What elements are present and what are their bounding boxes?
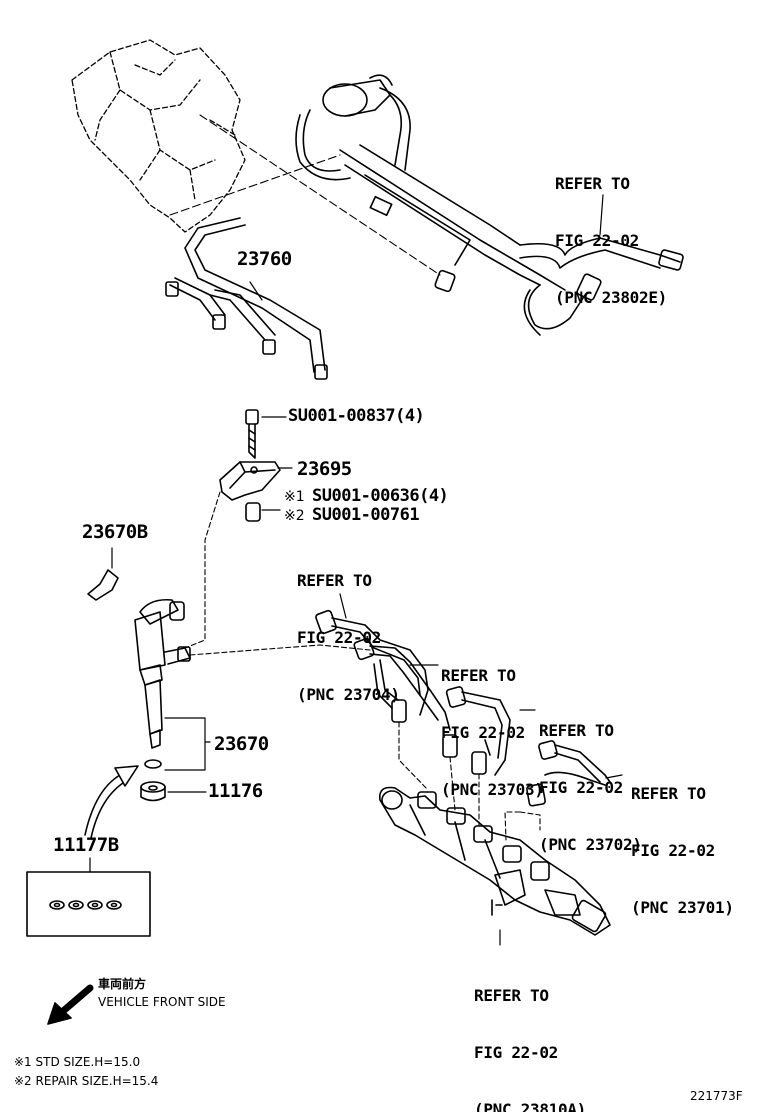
gasket-kit-box [26,871,151,937]
seat-washer-part [140,759,166,802]
pipe-23704 [315,609,429,716]
refer-line-1: REFER TO [631,784,706,803]
refer-line-2: FIG 22-02 [297,628,381,647]
refer-line-3: (PNC 23702) [539,835,642,854]
spacer-repair-marker: ※2 [284,508,305,524]
refer-line-3: (PNC 23704) [297,685,400,704]
refer-line-3: (PNC 23701) [631,898,734,917]
refer-23702[interactable]: REFER TO FIG 22-02 (PNC 23702) [539,683,642,873]
leader-23670 [164,717,211,771]
refer-line-2: FIG 22-02 [631,841,715,860]
refer-line-3: (PNC 23810A) [474,1100,586,1112]
gasket-kit-label[interactable]: 11177B [53,834,119,856]
hose-part-label[interactable]: 23670B [82,521,148,543]
leader-23760 [249,281,263,301]
leader-23701 [605,774,623,779]
seat-part-label[interactable]: 11176 [208,780,263,802]
clamp-part [219,461,281,501]
refer-23701[interactable]: REFER TO FIG 22-02 (PNC 23701) [631,746,734,936]
install-arrow [84,765,139,839]
front-side-english: VEHICLE FRONT SIDE [98,995,226,1009]
refer-line-2: FIG 22-02 [474,1043,558,1062]
spacer-std-marker: ※1 [284,489,305,505]
refer-line-3: (PNC 23802E) [555,288,667,307]
refer-line-2: FIG 22-02 [555,231,639,250]
spacer-part [245,502,261,522]
pump-alignment-line-2 [169,154,341,216]
refer-23703[interactable]: REFER TO FIG 22-02 (PNC 23703) [441,628,544,818]
pipe-23703 [353,637,458,758]
injector-part [87,569,191,749]
footnote-std: ※1 STD SIZE.H=15.0 [14,1055,141,1069]
refer-line-1: REFER TO [441,666,516,685]
injector-part-label[interactable]: 23670 [214,733,269,755]
refer-line-1: REFER TO [539,721,614,740]
rail-link-dashed [398,721,541,841]
refer-line-1: REFER TO [555,174,630,193]
refer-line-2: FIG 22-02 [441,723,525,742]
leader-23704 [339,593,347,619]
spacer-std-label[interactable]: SU001-00636(4) [312,486,449,506]
injection-pipe-23760 [165,217,328,380]
refer-23810A[interactable]: REFER TO FIG 22-02 (PNC 23810A) [474,948,586,1112]
pipe-23701 [526,740,611,807]
front-side-japanese: 車両前方 [98,977,147,991]
diagram-id: 221773F [690,1089,743,1103]
refer-23802E[interactable]: REFER TO FIG 22-02 (PNC 23802E) [555,136,667,326]
part-23760-label[interactable]: 23760 [237,248,292,270]
fuel-filter-assembly [295,74,684,336]
front-arrow-icon [47,984,94,1025]
footnote-repair: ※2 REPAIR SIZE.H=15.4 [14,1074,159,1088]
fuel-pump-phantom [71,39,246,233]
common-rail-part [378,786,611,936]
leader-23802E [599,194,604,236]
clamp-alignment-dashed [184,491,221,649]
bolt-part-label[interactable]: SU001-00837(4) [288,406,425,426]
refer-23704[interactable]: REFER TO FIG 22-02 (PNC 23704) [297,533,400,723]
pump-alignment-line [199,114,441,276]
refer-line-1: REFER TO [297,571,372,590]
refer-line-3: (PNC 23703) [441,780,544,799]
bolt-part [245,409,259,459]
spacer-repair-label[interactable]: SU001-00761 [312,505,420,525]
refer-line-2: FIG 22-02 [539,778,623,797]
clamp-part-label[interactable]: 23695 [297,458,352,480]
refer-line-1: REFER TO [474,986,549,1005]
injector-link-dashed [189,644,371,656]
